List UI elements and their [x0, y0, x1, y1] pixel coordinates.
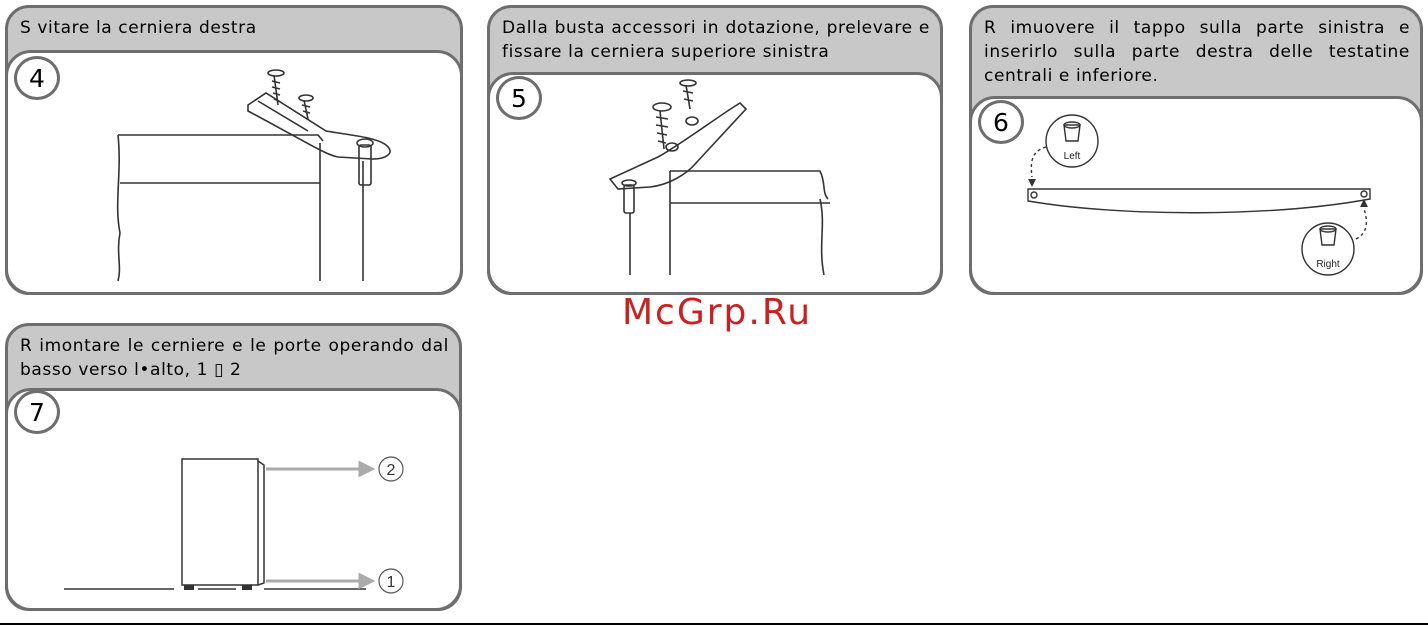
hinge-unscrew-drawing: [116, 69, 391, 282]
plug-swap-drawing: Left Right: [1027, 114, 1371, 276]
watermark: McGrp.Ru: [622, 292, 813, 333]
step-7-panel: R imontare le cerniere e le porte operan…: [5, 323, 462, 611]
step-6-caption: R imuovere il tappo sulla parte sinistra…: [984, 18, 1410, 86]
step-6-panel: R imuovere il tappo sulla parte sinistra…: [969, 5, 1423, 295]
step-5-caption: Dalla busta accessori in dotazione, prel…: [502, 18, 930, 62]
step-7-number: 7: [14, 390, 60, 434]
step-5-panel: Dalla busta accessori in dotazione, prel…: [487, 5, 943, 295]
step-7-illustration-area: 2 1: [5, 388, 462, 611]
step-4-panel: S vitare la cerniera destra: [5, 5, 463, 295]
step-5-number: 5: [496, 76, 542, 120]
marker-1: 1: [387, 574, 396, 591]
step-4-number: 4: [14, 56, 60, 100]
bottom-rule: [0, 623, 1428, 625]
step-5-illustration-area: [487, 72, 943, 295]
right-plug-label: Right: [1316, 259, 1340, 270]
step-4-caption: S vitare la cerniera destra: [20, 18, 257, 38]
step-7-caption: R imontare le cerniere e le porte operan…: [20, 336, 449, 380]
left-plug-label: Left: [1064, 151, 1081, 162]
hinge-fix-drawing: [608, 79, 830, 276]
reassembly-drawing: 2 1: [64, 456, 404, 594]
step-4-illustration-area: [5, 50, 463, 295]
step-6-illustration-area: Left Right: [969, 96, 1423, 295]
step-6-number: 6: [978, 100, 1024, 144]
marker-2: 2: [387, 462, 396, 479]
